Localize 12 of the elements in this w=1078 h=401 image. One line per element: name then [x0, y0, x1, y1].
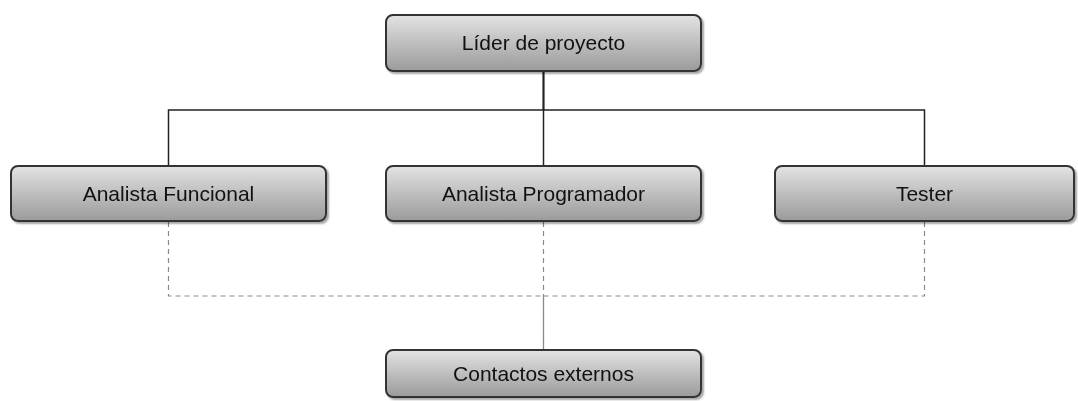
role-box [10, 165, 327, 222]
role-box [385, 14, 702, 72]
role-label: Contactos externos [453, 360, 634, 387]
role-box [385, 349, 702, 398]
role-label: Líder de proyecto [461, 30, 626, 57]
role-label: Analista Funcional [82, 180, 255, 207]
role-label: Tester [895, 180, 954, 207]
dashed-connector [542, 221, 926, 350]
role-label: Analista Programador [441, 180, 646, 207]
connector-line [542, 71, 926, 166]
role-box [774, 165, 1075, 222]
role-box [385, 165, 702, 222]
